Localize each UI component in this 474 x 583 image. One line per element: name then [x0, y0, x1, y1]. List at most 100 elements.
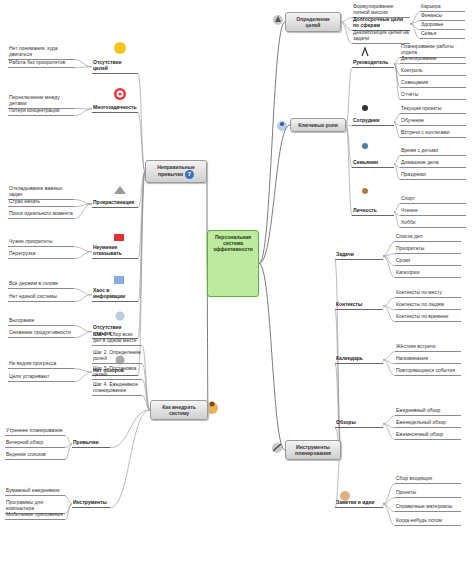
topic-text: Делегирование — [401, 55, 437, 61]
leaf-topic: Карьера — [420, 4, 465, 12]
leaf-topic: Сроки — [395, 258, 461, 266]
topic-text: Привычки — [73, 439, 99, 445]
topic-text: Контексты по времени — [396, 313, 448, 319]
topic-text: Персональная система эффективности — [213, 234, 253, 252]
topic-text: Ведение списков — [6, 451, 46, 457]
topic-text: Шаг 1. Сбор всех дел в одном месте — [93, 331, 137, 343]
subtopic: Сотрудник — [352, 118, 394, 126]
branch-connector — [138, 172, 145, 339]
branch-connector — [383, 256, 395, 278]
topic-text: Финансы — [421, 12, 442, 18]
topic-text: Перегрузка — [9, 250, 35, 256]
topic-text: Задачи — [336, 251, 354, 257]
topic-text: Мобильные приложения — [6, 511, 63, 517]
branch-connector — [74, 60, 92, 67]
branch-connector — [410, 24, 420, 39]
topic-text: Справочные материалы — [396, 503, 452, 509]
branch-connector — [383, 298, 395, 306]
leaf-topic: Чужие приоритеты — [8, 239, 74, 247]
leaf-topic: Приоритеты — [395, 246, 461, 254]
topic-text: Программы для компьютера — [6, 499, 43, 511]
topic-text: Цели устаревают — [9, 373, 49, 379]
leaf-topic: Переключение между делами — [8, 95, 74, 109]
topic-text: Когда-нибудь потом — [396, 517, 442, 523]
subtopic: Семьянин — [352, 160, 394, 168]
topic-text: Хобби — [401, 219, 416, 225]
topic-text: Прокрастинация — [93, 199, 134, 205]
branch-connector — [346, 125, 352, 216]
topic-text: Бумажный ежедневник — [6, 487, 59, 493]
main-branch-box: Ключевые роли — [290, 118, 346, 132]
leaf-topic: Категории — [395, 270, 461, 278]
subtopic: Контексты — [335, 302, 383, 310]
subtopic: Неумение отказывать — [92, 245, 138, 259]
subtopic: Привычки — [72, 440, 110, 448]
topic-text: Ежедневный обзор — [396, 407, 440, 413]
subtopic: Календарь — [335, 356, 383, 364]
topic-text: Многозадачность — [93, 104, 137, 110]
topic-text: Планирование работы отдела — [401, 43, 454, 55]
leaf-topic: Поиск идеального момента — [8, 211, 74, 219]
leaf-topic: Спорт — [400, 196, 466, 204]
topic-text: Карьера — [421, 3, 440, 9]
branch-connector — [335, 310, 341, 450]
subtopic: Задачи — [335, 252, 383, 260]
topic-text: Нет понимания, куда двигаться — [9, 45, 57, 57]
branch-connector — [74, 204, 92, 219]
leaf-topic: Перегрузка — [8, 251, 74, 259]
branch-connector — [383, 256, 395, 266]
main-branch-box: Определение целей — [285, 12, 341, 32]
subtopic: Руководитель — [352, 60, 394, 68]
topic-text: Шаг 3. Постановка целей — [93, 365, 136, 377]
topic-text: Спорт — [401, 195, 415, 201]
branch-connector — [74, 109, 92, 116]
leaf-topic: Нет единой системы — [8, 294, 74, 302]
branch-connector — [410, 12, 420, 24]
branch-connector — [142, 396, 150, 411]
leaf-topic: Встречи с коллегами — [400, 130, 466, 138]
topic-text: Как внедрить систему — [162, 404, 195, 416]
leaf-topic: Повторяющиеся события — [395, 368, 461, 376]
branch-connector — [74, 289, 92, 295]
branch-connector — [138, 113, 145, 172]
branch-connector — [65, 436, 72, 444]
leaf-topic: Справочные материалы — [395, 504, 461, 512]
topic-text: Откладывание важных задач — [9, 185, 62, 197]
leaf-topic: Жёсткие встречи — [395, 344, 461, 352]
branch-connector — [259, 264, 285, 451]
leaf-topic: Чтение — [400, 208, 466, 216]
topic-text: Нет единой системы — [9, 293, 57, 299]
leaf-topic: Всё держим в голове — [8, 281, 74, 289]
leaf-topic: Контроль — [400, 68, 466, 76]
topic-text: Семьянин — [353, 159, 378, 165]
topic-text: Встречи с коллегами — [401, 129, 449, 135]
leaf-topic: Сбор входящих — [395, 476, 461, 484]
leaf-topic: Ведение списков — [5, 452, 65, 460]
branch-connector — [383, 242, 395, 256]
topic-text: Потеря концентрации — [9, 107, 60, 113]
branch-connector — [65, 496, 72, 504]
number-badge: 7 — [185, 170, 194, 179]
topic-text: Здоровье — [421, 21, 443, 27]
main-branch-box: Как внедрить систему — [150, 400, 208, 420]
topic-text: Шаг 4. Ежедневное планирование — [93, 381, 138, 393]
topic-text: Формулирование личной миссии — [353, 3, 393, 15]
topic-text: Чтение — [401, 207, 418, 213]
leaf-topic: Отчёты — [400, 92, 466, 100]
leaf-topic: Еженедельный обзор — [395, 420, 461, 428]
leaf-topic: Контексты по месту — [395, 290, 461, 298]
topic-text: Ключевые роли — [298, 122, 338, 128]
leaf-topic: Выгорание — [8, 318, 74, 326]
topic-text: Определение целей — [296, 16, 329, 28]
leaf-topic: Потеря концентрации — [8, 108, 74, 116]
leaf-topic: Вечерний обзор — [5, 440, 65, 448]
subtopic: Долгосрочные цели по сферам — [352, 17, 410, 31]
topic-text: Контексты — [336, 301, 362, 307]
leaf-topic: Обучение — [400, 118, 466, 126]
subtopic: Прокрастинация — [92, 200, 138, 208]
topic-text: Сотрудник — [353, 117, 379, 123]
topic-text: Календарь — [336, 355, 363, 361]
branch-connector — [74, 369, 92, 372]
topic-text: Домашние дела — [401, 159, 438, 165]
